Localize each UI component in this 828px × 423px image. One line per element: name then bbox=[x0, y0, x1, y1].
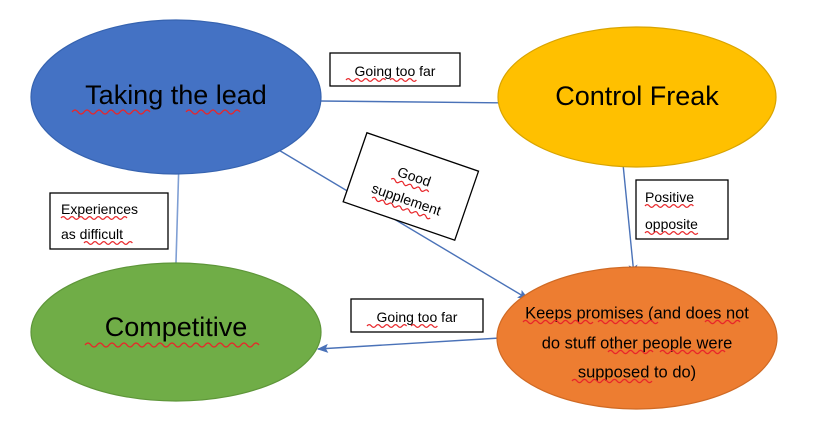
spellcheck-underline-icon bbox=[522, 319, 594, 325]
node-label-keeps-promises-line1: Keeps promises (and does not bbox=[525, 304, 749, 322]
edge-label-text: Going too far bbox=[377, 309, 458, 325]
edge-labels-layer: Going too far Good supplement Experience… bbox=[49, 52, 729, 333]
edge-label-going-too-far-top[interactable]: Going too far bbox=[329, 52, 461, 87]
spellcheck-underline-icon bbox=[83, 240, 133, 246]
label-box-border bbox=[49, 192, 169, 250]
node-label-control-freak: Control Freak bbox=[555, 81, 719, 111]
node-label-taking-the-lead: Taking the lead bbox=[85, 80, 267, 110]
spellcheck-underline-icon bbox=[71, 109, 151, 115]
node-label-keeps-promises-line2: do stuff other people were bbox=[542, 334, 733, 352]
node-label-competitive: Competitive bbox=[105, 312, 248, 342]
spellcheck-underline-icon bbox=[390, 177, 430, 193]
spellcheck-underline-icon bbox=[410, 323, 438, 329]
edge-label-text-line2: as difficult bbox=[61, 226, 123, 242]
nodes-layer: Taking the lead Control Freak Competitiv… bbox=[30, 19, 778, 410]
spellcheck-underline-icon bbox=[366, 323, 408, 329]
edge-label-text-line2: opposite bbox=[645, 216, 698, 232]
spellcheck-underline-icon bbox=[644, 203, 694, 209]
spellcheck-underline-icon bbox=[607, 349, 654, 355]
node-taking-the-lead[interactable]: Taking the lead bbox=[30, 19, 322, 175]
edge-lead-to-keeps-promises[interactable] bbox=[271, 145, 529, 300]
node-competitive[interactable]: Competitive bbox=[30, 262, 322, 402]
edge-control-to-keeps-promises[interactable] bbox=[622, 163, 638, 277]
ellipse-keeps-promises[interactable] bbox=[496, 266, 778, 410]
ellipse-competitive[interactable] bbox=[30, 262, 322, 402]
node-control-freak[interactable]: Control Freak bbox=[497, 26, 777, 168]
label-box-border bbox=[635, 179, 729, 240]
label-box-border bbox=[342, 131, 480, 242]
spellcheck-underline-icon bbox=[345, 77, 387, 83]
ellipse-taking-the-lead[interactable] bbox=[30, 19, 322, 175]
spellcheck-underline-icon bbox=[704, 319, 741, 325]
spellcheck-underline-icon bbox=[84, 342, 260, 348]
spellcheck-underline-icon bbox=[644, 230, 699, 236]
spellcheck-underline-icon bbox=[185, 109, 241, 115]
edge-label-text-line1: Experiences bbox=[61, 201, 138, 217]
label-box-border bbox=[350, 298, 484, 333]
edge-label-experiences-as-difficult[interactable]: Experiences as difficult bbox=[49, 192, 169, 250]
edge-label-positive-opposite[interactable]: Positive opposite bbox=[635, 179, 729, 240]
spellcheck-underline-icon bbox=[60, 215, 128, 221]
edge-label-text: Going too far bbox=[355, 63, 436, 79]
edge-label-text-line1: Positive bbox=[645, 189, 694, 205]
edge-keeps-promises-to-competitive[interactable] bbox=[316, 337, 501, 353]
spellcheck-underline-icon bbox=[659, 349, 726, 355]
spellcheck-underline-icon bbox=[389, 77, 417, 83]
ellipse-control-freak[interactable] bbox=[497, 26, 777, 168]
edge-lead-to-control[interactable] bbox=[319, 98, 517, 108]
edge-label-good-supplement[interactable]: Good supplement bbox=[342, 131, 480, 242]
spellcheck-underline-icon bbox=[571, 378, 653, 384]
spellcheck-underline-icon bbox=[371, 196, 431, 220]
edge-label-going-too-far-bottom[interactable]: Going too far bbox=[350, 298, 484, 333]
spellcheck-underline-icon bbox=[597, 319, 659, 325]
node-label-keeps-promises-line3: supposed to do) bbox=[578, 363, 696, 381]
node-keeps-promises[interactable]: Keeps promises (and does not do stuff ot… bbox=[496, 266, 778, 410]
